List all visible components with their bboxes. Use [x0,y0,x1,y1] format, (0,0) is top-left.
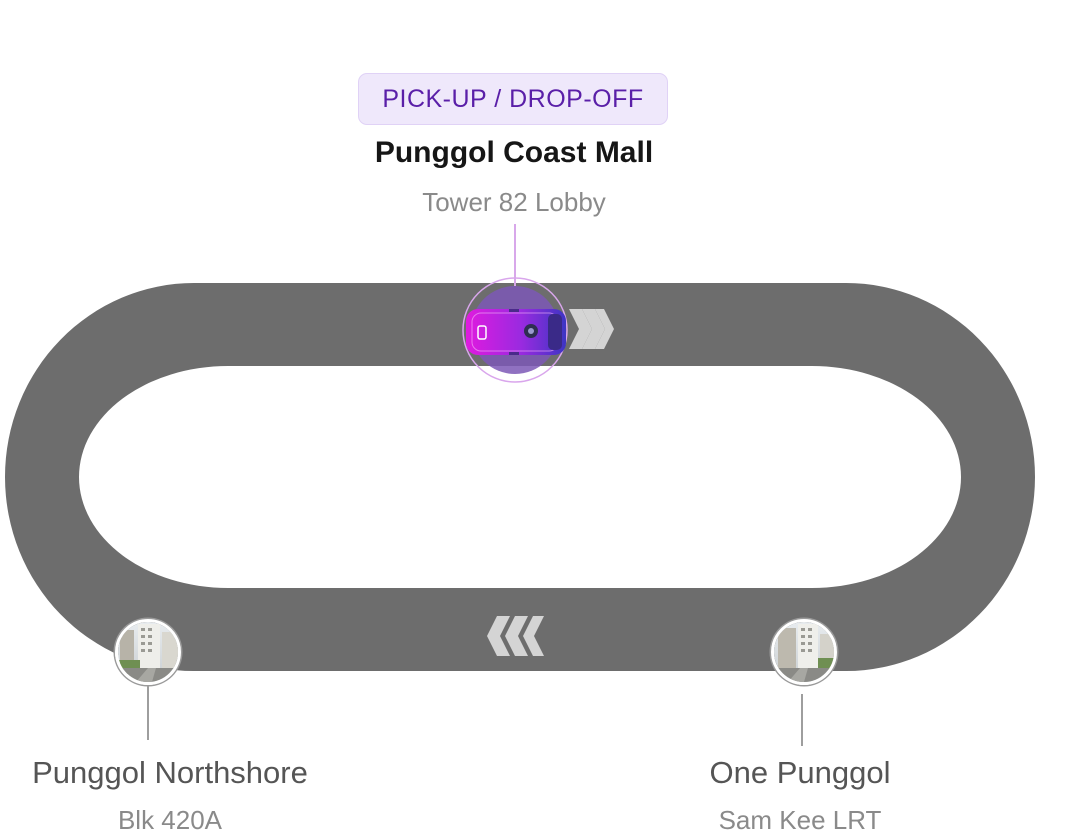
stop-subtitle-northshore: Blk 420A [117,805,223,835]
stop-photo-northshore[interactable] [115,619,181,685]
stop-subtitle-one-punggol: Sam Kee LRT [718,805,882,835]
pickup-location-title: Punggol Coast Mall [374,136,654,169]
pickup-location-subtitle: Tower 82 Lobby [422,187,606,217]
direction-chevrons-left [487,616,544,656]
pickup-badge-text: PICK-UP / DROP-OFF [382,84,644,113]
stop-name-one-punggol: One Punggol [709,755,891,790]
stop-name-northshore: Punggol Northshore [32,755,308,790]
pickup-connector-line [514,224,516,286]
building-photo-icon [118,622,178,682]
one-punggol-connector-line [801,694,803,746]
direction-chevrons-right [569,309,614,349]
northshore-connector-line [147,686,149,740]
car-icon [466,309,566,355]
pickup-dropoff-badge: PICK-UP / DROP-OFF [358,73,668,125]
stop-photo-one-punggol[interactable] [771,619,837,685]
building-photo-icon [774,622,834,682]
